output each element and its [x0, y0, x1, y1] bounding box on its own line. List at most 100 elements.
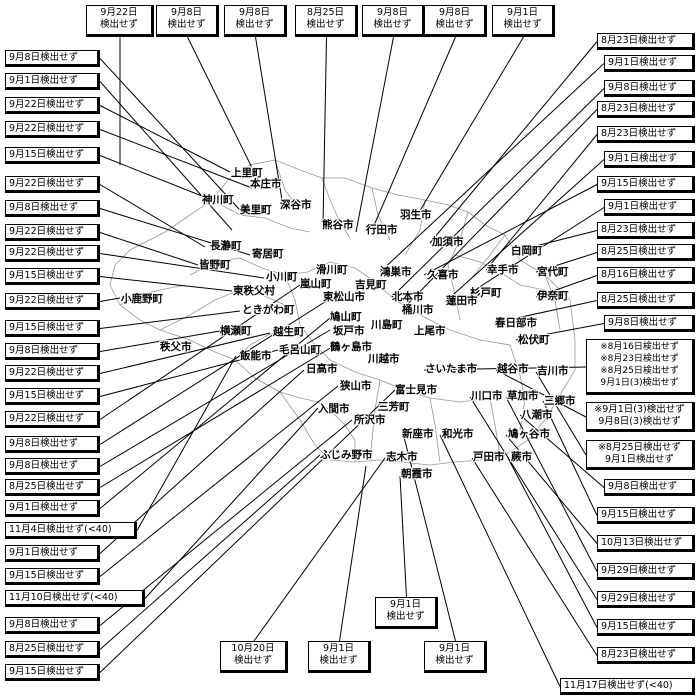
municipality-name-kounosu: 鴻巣市 — [380, 265, 412, 278]
municipality-name-hasuda: 蓮田市 — [446, 294, 478, 307]
municipality-name-tsurugashima: 鶴ヶ島市 — [330, 340, 372, 353]
date-label-line: 9月1日検出せず — [608, 153, 678, 164]
leader-line-t5 — [355, 36, 394, 233]
date-label-l11: 9月22日検出せず — [5, 293, 100, 310]
leader-line-t6 — [371, 36, 456, 231]
date-label-line: 11月17日検出せず(<40) — [564, 680, 673, 691]
municipality-name-matsubushi: 松伏町 — [518, 333, 550, 346]
date-label-line: 9月1日検出せず — [9, 502, 79, 513]
leader-line-l16 — [99, 284, 301, 420]
date-label-line: 9月8日検出せず — [9, 345, 79, 356]
date-label-l27: 9月15日検出せず — [5, 664, 100, 681]
leader-line-r1 — [429, 41, 598, 244]
municipality-name-moroyama: 毛呂山町 — [279, 343, 321, 356]
date-label-r2: 9月1日検出せず — [604, 55, 695, 72]
date-label-t1: 9月22日検出せず — [86, 5, 154, 37]
date-label-line: 検出せず — [233, 655, 272, 666]
municipality-name-chichibu: 秩父市 — [160, 340, 192, 353]
date-label-line: 8月25日検出せず — [601, 246, 677, 257]
date-label-line: 8月16日検出せず — [601, 269, 677, 280]
municipality-name-soka: 草加市 — [507, 389, 539, 402]
municipality-name-ina: 伊奈町 — [536, 289, 569, 302]
leader-line-l1 — [99, 58, 241, 211]
date-label-line: 9月15日検出せず — [9, 390, 85, 401]
leader-line-b2 — [253, 457, 386, 642]
leader-line-r10 — [535, 252, 598, 273]
leader-line-b3 — [339, 465, 367, 642]
municipality-name-gyoda: 行田市 — [365, 223, 398, 236]
date-label-line: 9月22日検出せず — [9, 226, 85, 237]
municipality-name-fujimino: ふじみ野市 — [320, 448, 373, 461]
municipality-name-tokigawa: ときがわ町 — [242, 303, 295, 316]
date-label-t5: 9月8日検出せず — [362, 5, 425, 37]
municipality-name-shiraoka: 白岡町 — [511, 244, 543, 257]
leader-line-l14 — [99, 332, 271, 374]
leader-line-r22 — [507, 457, 598, 628]
municipality-name-kasukabe: 春日部市 — [495, 316, 537, 329]
date-label-line: 9月22日検出せず — [9, 295, 85, 306]
date-label-r3: 9月8日検出せず — [604, 80, 695, 97]
date-label-line: 9月1日検出せず — [608, 201, 678, 212]
date-label-line: 11月4日検出せず(<40) — [9, 524, 112, 535]
date-label-line: ※8月16日検出せず — [600, 342, 679, 352]
municipality-name-minano: 皆野町 — [199, 258, 231, 271]
boundary-line — [447, 264, 461, 321]
date-label-line: 9月8日検出せず — [9, 438, 79, 449]
date-label-r17: 9月8日検出せず — [604, 479, 695, 496]
municipality-name-kohigashi: 東松山市 — [323, 290, 365, 303]
date-label-r24: 11月17日検出せず(<40) — [560, 678, 695, 695]
municipality-name-yokoze: 横瀬町 — [220, 324, 252, 337]
leader-line-r5 — [485, 134, 598, 271]
leader-line-l8 — [99, 232, 199, 266]
date-label-t2: 9月8日検出せず — [156, 5, 219, 37]
date-label-line: 9月29日検出せず — [601, 593, 677, 604]
municipality-name-saitama: さいたま市 — [425, 362, 478, 375]
boundary-line — [429, 397, 441, 463]
date-label-line: 11月10日検出せず(<40) — [9, 592, 118, 603]
date-label-l7: 9月8日検出せず — [5, 200, 100, 217]
date-label-line: 9月22日 — [100, 7, 138, 18]
date-label-r20: 9月29日検出せず — [597, 563, 695, 580]
leader-line-l5 — [99, 155, 213, 201]
date-label-line: 検出せず — [435, 655, 474, 666]
date-label-line: 9月15日検出せず — [9, 666, 85, 677]
leader-line-l4 — [99, 129, 253, 189]
leader-line-r16 — [535, 371, 587, 456]
leader-line-l27 — [99, 389, 396, 673]
date-label-line: 9月8日 — [438, 7, 471, 18]
municipality-name-tokorozawa: 所沢市 — [354, 413, 386, 426]
municipality-name-ogose: 越生町 — [272, 325, 305, 338]
date-label-r6: 9月1日検出せず — [604, 151, 695, 168]
leader-line-r8 — [469, 207, 605, 294]
date-label-line: 10月20日 — [231, 643, 275, 654]
date-label-line: 9月29日検出せず — [601, 565, 677, 576]
leader-line-r9 — [511, 230, 598, 253]
municipality-name-namegawa: 滑川町 — [316, 263, 348, 276]
municipality-name-misato2: 三郷市 — [544, 394, 576, 407]
date-label-line: 8月23日検出せず — [601, 35, 677, 46]
date-label-line: 9月8日検出せず — [608, 82, 678, 93]
leader-line-r13 — [515, 323, 605, 341]
date-label-line: 9月1日検出せず — [608, 57, 678, 68]
date-label-line: 8月25日検出せず — [9, 643, 85, 654]
municipality-name-misato: 美里町 — [240, 203, 272, 216]
municipality-name-kamikawa: 神川町 — [202, 193, 234, 206]
leader-line-l6 — [99, 184, 206, 248]
date-label-l5: 9月15日検出せず — [5, 147, 100, 164]
date-label-line: 9月1日検出せず — [604, 454, 675, 465]
date-label-l26: 8月25日検出せず — [5, 641, 100, 658]
date-label-line: 9月8日 — [376, 7, 409, 18]
leader-line-t3 — [255, 36, 283, 201]
prefecture-outline — [109, 159, 576, 466]
leader-line-r18 — [542, 400, 598, 516]
municipality-name-kawagoe: 川越市 — [367, 352, 400, 365]
leader-line-l20 — [99, 317, 331, 509]
municipality-name-asaka: 朝霞市 — [401, 467, 433, 480]
date-label-l23: 9月15日検出せず — [5, 568, 100, 585]
boundary-line — [211, 199, 311, 233]
municipality-name-nagatoro: 長瀞町 — [210, 239, 242, 252]
leader-line-r24 — [439, 434, 561, 687]
date-label-line: 9月8日検出せず — [608, 317, 678, 328]
municipality-name-hanyu: 羽生市 — [400, 208, 432, 221]
